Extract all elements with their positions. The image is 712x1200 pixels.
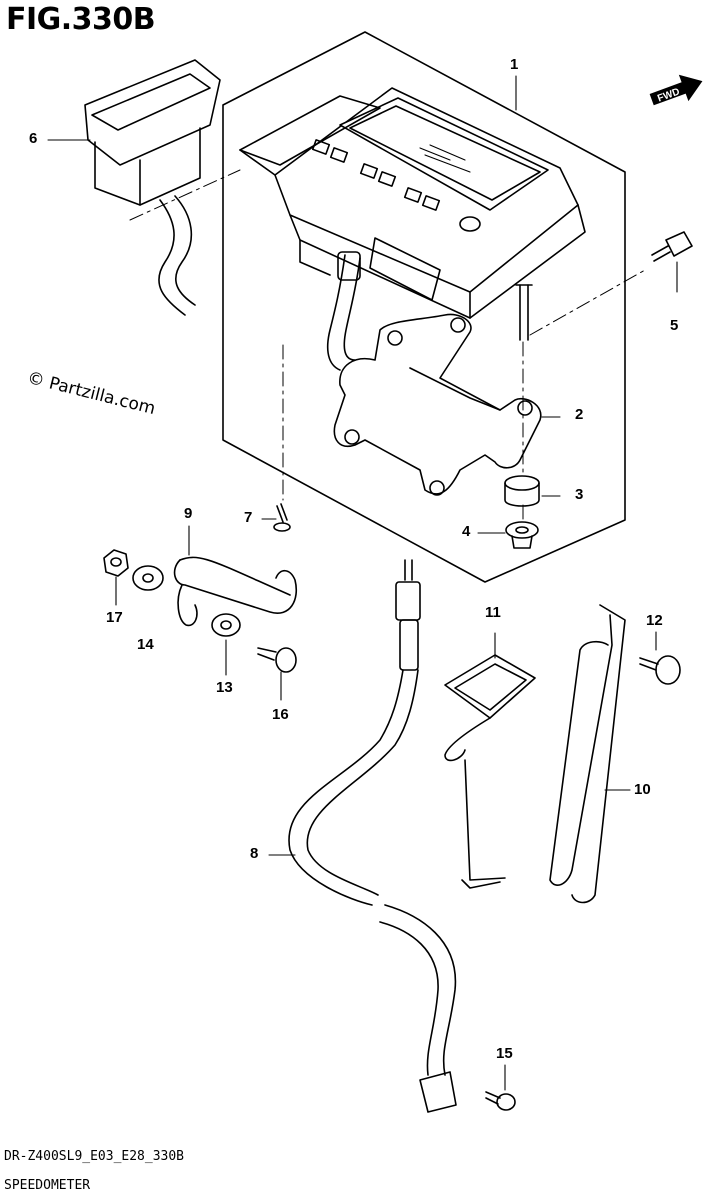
fwd-arrow-icon: FWD (649, 74, 703, 106)
nut-17 (103, 549, 129, 577)
washer-13 (211, 613, 241, 637)
center-lines (129, 169, 646, 521)
figure-code: DR-Z400SL9_E03_E28_330B (4, 1149, 185, 1164)
callout-15: 15 (496, 1045, 513, 1062)
callout-17: 17 (106, 609, 123, 626)
bolt-12 (639, 655, 681, 685)
leader-lines (47, 75, 678, 1091)
figure-name: SPEEDOMETER (4, 1178, 91, 1193)
screw-16 (257, 647, 297, 673)
callout-5: 5 (670, 317, 679, 334)
callout-12: 12 (646, 612, 663, 629)
assembly-outline (222, 31, 626, 583)
callout-14: 14 (137, 636, 154, 653)
figure-title: FIG.330B (6, 2, 156, 37)
callout-9: 9 (184, 505, 193, 522)
callout-1: 1 (510, 56, 519, 73)
callout-16: 16 (272, 706, 289, 723)
washer-14 (132, 565, 164, 591)
band (549, 604, 626, 904)
fwd-label: FWD (656, 86, 681, 104)
callout-6: 6 (29, 130, 38, 147)
bolt-5 (651, 231, 693, 262)
coupler (84, 59, 221, 316)
bracket (333, 313, 542, 496)
speedometer-meter-body (239, 87, 586, 371)
callout-8: 8 (250, 845, 259, 862)
callout-13: 13 (216, 679, 233, 696)
cushion (504, 475, 540, 507)
callout-11: 11 (485, 604, 501, 621)
callout-2: 2 (575, 406, 584, 423)
guide (444, 654, 536, 889)
callout-7: 7 (244, 509, 253, 526)
screw-7 (273, 503, 291, 532)
screw-15 (485, 1091, 516, 1111)
callout-3: 3 (575, 486, 584, 503)
collar (505, 521, 539, 549)
cable-clamp-9 (173, 556, 297, 627)
callout-10: 10 (634, 781, 651, 798)
speedometer-cable (288, 559, 457, 1113)
callout-4: 4 (462, 523, 471, 540)
